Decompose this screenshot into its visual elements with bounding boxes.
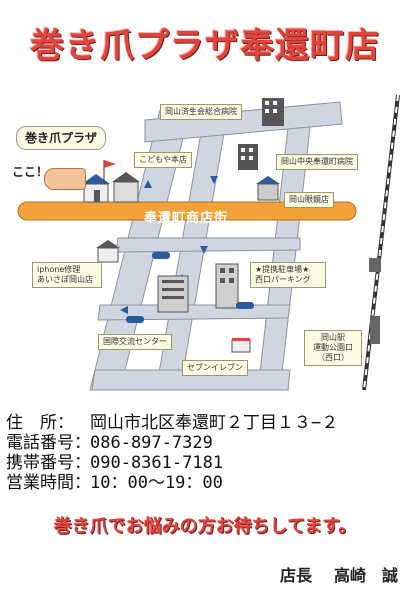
chuo-hospital-icon xyxy=(238,144,258,170)
label-parking: ★提携駐車場★ 西口パーキング xyxy=(250,262,326,288)
plaza-shop-icon xyxy=(82,174,110,203)
plaza-bubble: 巻き爪プラザ xyxy=(16,126,106,150)
label-station: 岡山駅 運動公園口 （西口） xyxy=(304,330,362,366)
iphone-shop-icon xyxy=(96,240,120,263)
label-kokusai: 国際交流センター xyxy=(98,334,172,350)
label-iphone: iphone修理 あいさぽ岡山店 xyxy=(32,262,102,288)
street-label: 奉還町商店街 xyxy=(144,211,229,226)
bookstore-icon xyxy=(112,172,140,203)
map-roads xyxy=(17,94,400,391)
page-title: 巻き爪プラザ奉還町店 xyxy=(30,26,380,66)
pointing-hand-icon xyxy=(44,168,86,190)
station-icon xyxy=(369,258,381,344)
here-label: ここ！ xyxy=(12,165,49,179)
railway-line xyxy=(362,94,400,391)
owner-signature: 店長高崎 誠 xyxy=(279,566,398,585)
seven-eleven-icon xyxy=(231,338,251,353)
welcome-message: 巻き爪でお悩みの方お待ちしてます。 xyxy=(53,516,357,537)
car-icon xyxy=(126,252,254,323)
address-row: 住 所：岡山市北区奉還町２丁目１３−２ xyxy=(6,413,339,433)
hours-row: 営業時間：10：00〜19：00 xyxy=(6,473,223,493)
kokusai-center-icon xyxy=(157,275,189,313)
label-bookstore: こどもや本店 xyxy=(134,152,192,168)
mobile-row: 携帯番号：090-8361-7181 xyxy=(6,453,224,473)
saiseikai-hospital-icon xyxy=(262,98,284,126)
phone-row: 電話番号：086-897-7329 xyxy=(6,433,213,453)
label-seven: セブンイレブン xyxy=(182,360,248,376)
label-chuo-hospital: 岡山中央奉還町病院 xyxy=(276,154,358,170)
label-saiseikai: 岡山済生会総合病院 xyxy=(160,104,242,120)
parking-tower-icon xyxy=(215,263,239,309)
label-eye-shop: 岡山眼鏡店 xyxy=(284,192,334,208)
eye-shop-icon xyxy=(256,176,280,201)
